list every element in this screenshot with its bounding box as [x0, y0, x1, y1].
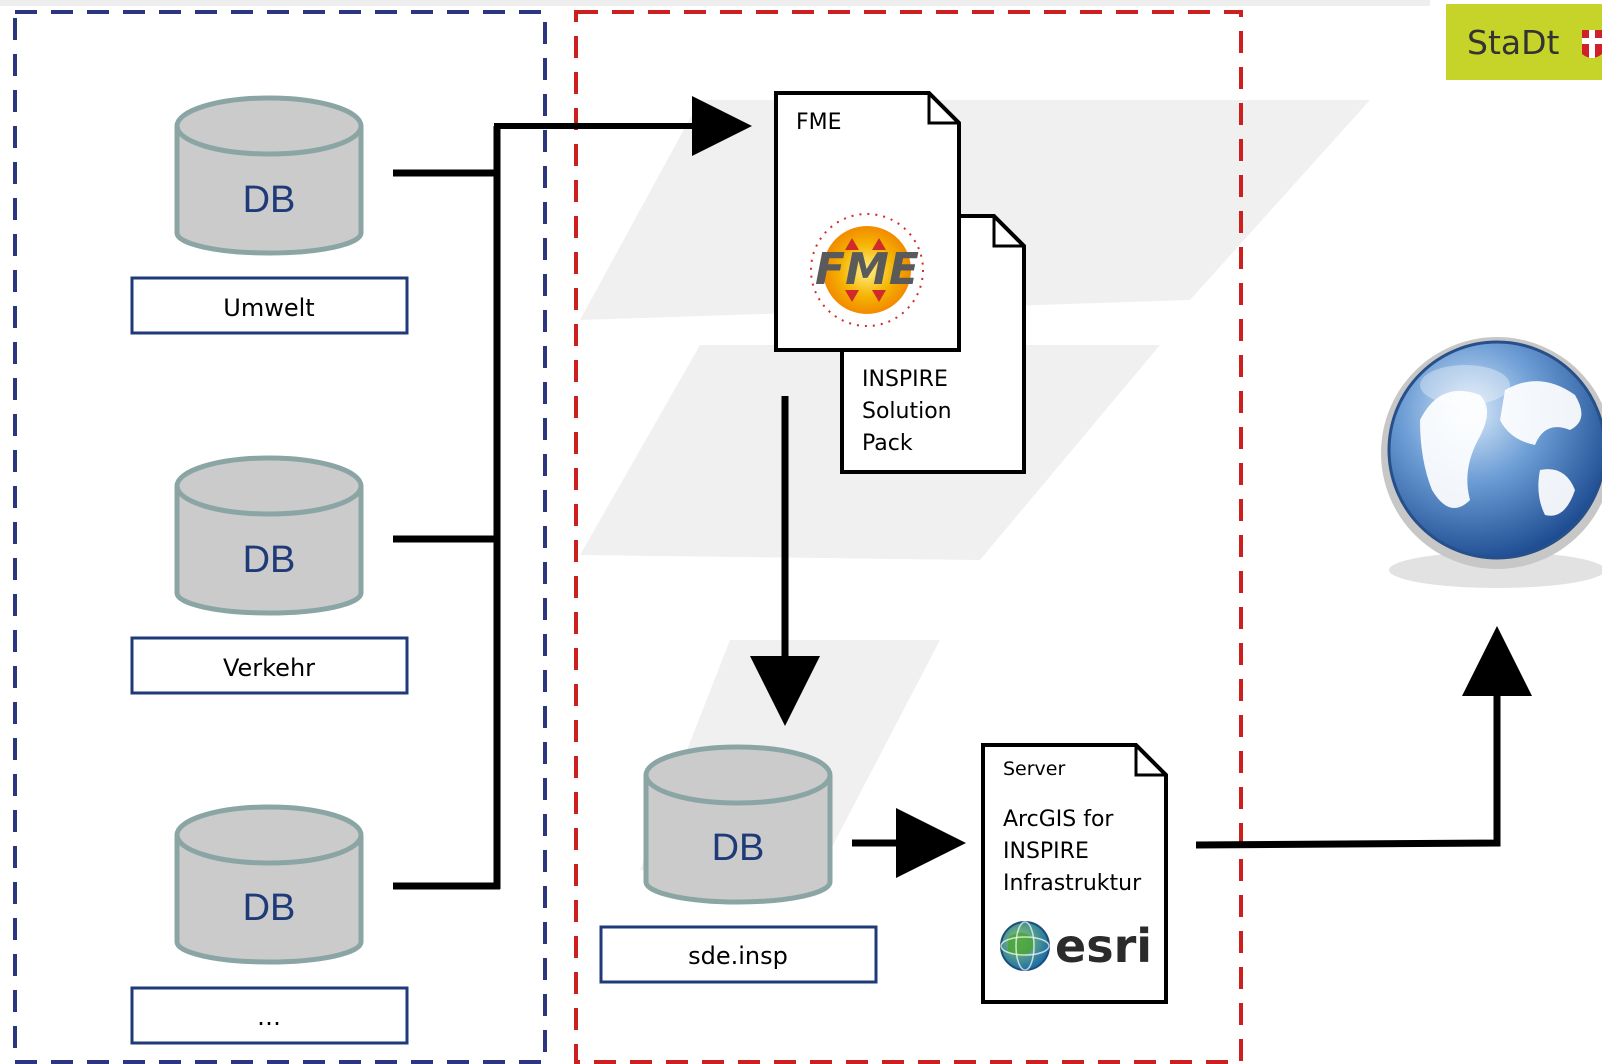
brand-logo-text: StaDt	[1467, 23, 1560, 62]
esri-logo-text: esri	[1055, 919, 1152, 973]
target-label-box	[599, 925, 878, 984]
esri-globe-icon	[1000, 921, 1050, 971]
db-label: DB	[243, 887, 296, 929]
server-document: Server ArcGIS for INSPIRE Infrastruktur …	[981, 743, 1168, 1004]
server-line-1: ArcGIS for	[1003, 807, 1114, 832]
pack-line-2: Solution	[862, 399, 952, 424]
server-line-2: INSPIRE	[1003, 839, 1089, 864]
db-label: DB	[243, 539, 296, 581]
db-label: DB	[712, 827, 765, 869]
source-label-box-umwelt	[130, 276, 409, 335]
db-label: DB	[243, 179, 296, 221]
fme-logo-icon: FME	[810, 213, 924, 327]
source-connectors	[393, 96, 752, 890]
svg-text:FME: FME	[815, 244, 919, 295]
target-label: sde.insp	[688, 942, 788, 970]
source-systems-frame	[13, 10, 547, 1064]
fme-document: FME FME INSPIRE Solution Pack	[774, 91, 1026, 474]
source-label-more: …	[257, 1003, 281, 1031]
source-label-box-more	[130, 986, 409, 1045]
target-db-sde: DB	[643, 744, 833, 905]
source-db-more: DB	[174, 804, 364, 965]
pack-line-1: INSPIRE	[862, 367, 948, 392]
server-to-web-arrow	[1195, 626, 1532, 849]
source-db-verkehr: DB	[174, 455, 364, 616]
server-doc-title: Server	[1003, 758, 1065, 780]
source-label-box-verkehr	[130, 636, 409, 695]
brand-logo: StaDt	[1446, 4, 1602, 80]
inspire-processing-frame	[574, 10, 1243, 1064]
coat-of-arms-icon	[1582, 30, 1602, 58]
pack-line-3: Pack	[862, 431, 913, 456]
top-band	[0, 0, 1430, 6]
source-label-verkehr: Verkehr	[223, 654, 315, 682]
source-db-umwelt: DB	[174, 95, 364, 256]
server-line-3: Infrastruktur	[1003, 871, 1142, 896]
fme-doc-title: FME	[796, 110, 842, 135]
source-label-umwelt: Umwelt	[223, 294, 314, 322]
globe-icon	[1381, 337, 1602, 588]
